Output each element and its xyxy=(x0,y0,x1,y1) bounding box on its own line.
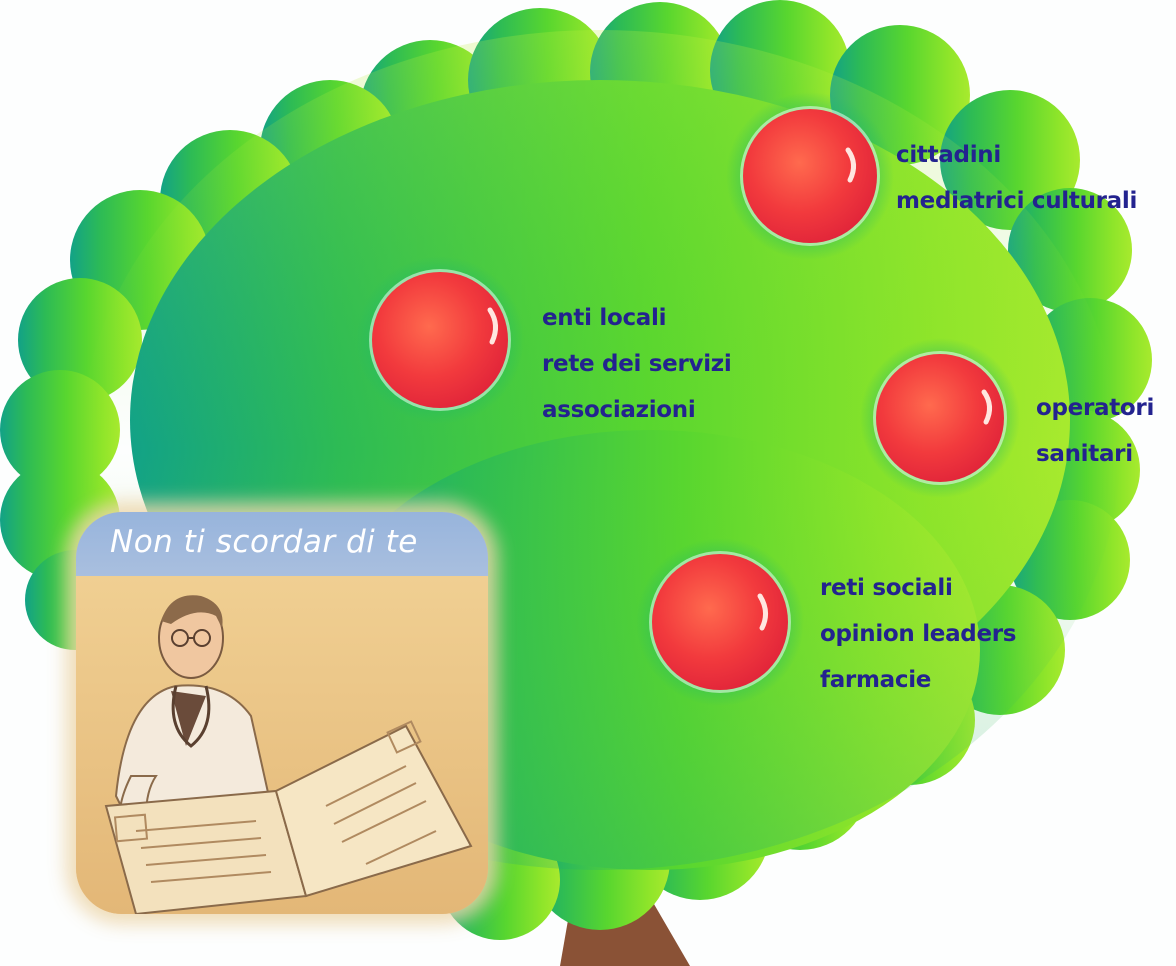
poster-card: Non ti scordar di te xyxy=(76,512,488,914)
label-line: reti sociali xyxy=(820,565,1016,611)
label-group-health-workers: operatori sanitari xyxy=(1036,385,1154,477)
label-group-local-bodies: enti locali rete dei servizi associazion… xyxy=(542,295,731,433)
poster-title: Non ti scordar di te xyxy=(110,524,418,560)
poster-title-band: Non ti scordar di te xyxy=(76,512,488,576)
apple-icon xyxy=(636,538,804,706)
label-line: associazioni xyxy=(542,387,731,433)
label-line: mediatrici culturali xyxy=(896,178,1137,224)
label-line: opinion leaders xyxy=(820,611,1016,657)
label-line: sanitari xyxy=(1036,431,1154,477)
apple-icon xyxy=(726,92,894,260)
apple-icon xyxy=(860,338,1020,498)
label-group-social-networks: reti sociali opinion leaders farmacie xyxy=(820,565,1016,703)
label-line: farmacie xyxy=(820,657,1016,703)
apple-icon xyxy=(356,256,524,424)
doctor-icon xyxy=(76,576,488,914)
label-line: rete dei servizi xyxy=(542,341,731,387)
label-line: operatori xyxy=(1036,385,1154,431)
label-line: enti locali xyxy=(542,295,731,341)
label-line: cittadini xyxy=(896,132,1137,178)
label-group-citizens: cittadini mediatrici culturali xyxy=(896,132,1137,224)
